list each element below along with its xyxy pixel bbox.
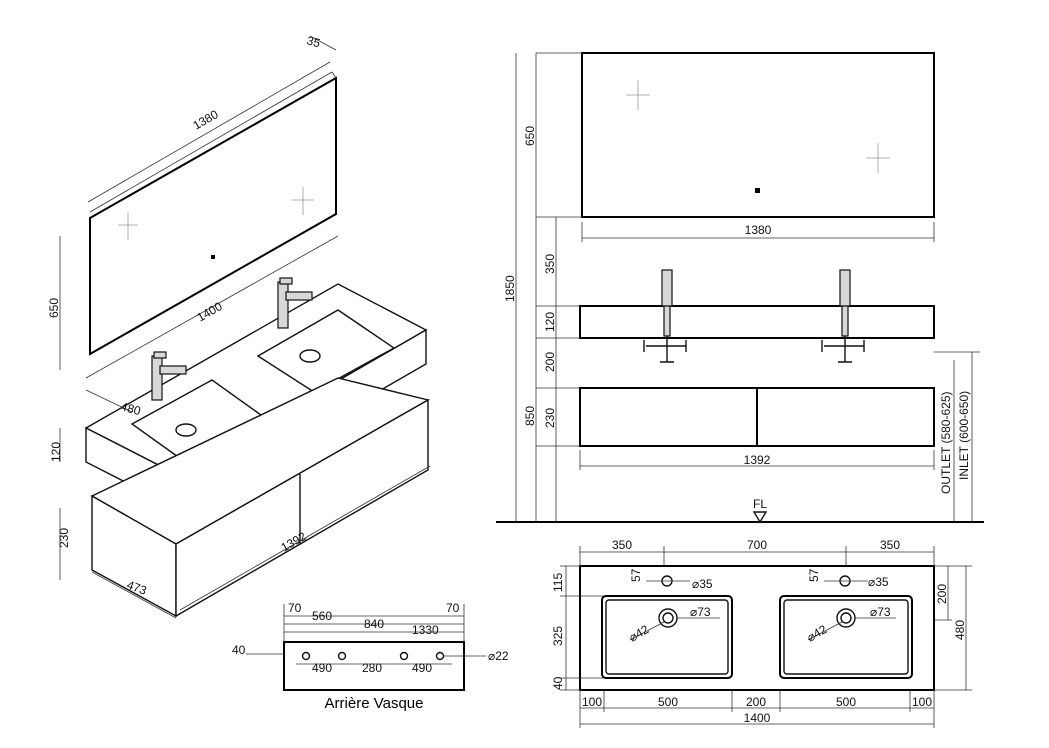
plan-view: 350 700 350 115 325 40 200 480 57 57 ⌀35…	[551, 538, 972, 728]
back-dim-840: 840	[364, 617, 384, 631]
plan-drain-right-outer	[836, 608, 856, 628]
plan-dim-57-right: 57	[807, 568, 821, 582]
back-dim-490-right: 490	[412, 661, 432, 675]
isometric-view: 35 1380 650 1400 480 120	[47, 33, 431, 619]
plan-bottom-dim-2: 500	[658, 695, 678, 709]
front-total-height-label: 1850	[503, 275, 517, 302]
front-floor-height-label: 850	[523, 406, 537, 426]
back-hole-4	[435, 651, 445, 661]
iso-top-depth-label: 480	[119, 399, 142, 418]
plan-drain-left-outer	[658, 608, 678, 628]
plan-top-dim-1: 350	[612, 538, 632, 552]
iso-mirror-height-label: 650	[47, 298, 61, 318]
iso-drain-right	[299, 349, 321, 363]
floor-marker-icon	[752, 511, 768, 524]
iso-mirror-sparkle-icon	[118, 187, 314, 240]
back-view-caption: Arrière Vasque	[325, 695, 424, 712]
iso-tap-right	[277, 277, 313, 329]
plan-dim-200-right: 200	[935, 584, 949, 604]
iso-top-height-label: 120	[49, 442, 63, 462]
plan-bottom-dim-5: 100	[912, 695, 932, 709]
plan-dim-325: 325	[551, 626, 565, 646]
back-dim-70-right: 70	[446, 601, 460, 615]
plan-top-dim-2: 700	[747, 538, 767, 552]
front-countertop	[579, 305, 935, 339]
front-tap-left	[643, 269, 687, 363]
front-mirror	[581, 52, 935, 218]
plan-dim-115: 115	[551, 573, 565, 592]
front-floor-label: FL	[753, 497, 767, 511]
front-mirror-sensor	[755, 188, 760, 193]
plan-drain-right-outer-label: ⌀73	[870, 605, 891, 619]
back-dim-70-left: 70	[288, 601, 302, 615]
front-cabinet-width-label: 1392	[744, 453, 771, 467]
plan-sink-right	[779, 595, 913, 679]
front-gap-top-cabinet-label: 200	[543, 352, 557, 372]
front-gap-mirror-top-label: 350	[543, 254, 557, 274]
front-top-height-label: 120	[543, 312, 557, 332]
iso-sink-right	[256, 309, 396, 393]
plan-tap-hole-left-label: ⌀35	[692, 577, 713, 591]
plan-drain-right-inner-label: ⌀42	[805, 622, 830, 645]
iso-tap-left	[151, 351, 187, 401]
iso-mirror-depth-label: 35	[305, 33, 322, 50]
iso-cabinet-side	[175, 398, 429, 618]
front-tap-right	[821, 269, 865, 363]
plan-drain-left-inner-label: ⌀42	[627, 622, 652, 645]
back-hole-1	[301, 651, 311, 661]
front-elevation: 1380 650 1850 350 120 200 850 230	[496, 52, 984, 524]
front-outlet-label: OUTLET (580-625)	[939, 392, 953, 495]
iso-mirror-sensor	[211, 255, 215, 259]
front-mirror-width-label: 1380	[745, 223, 772, 237]
plan-bottom-dim-3: 200	[746, 695, 766, 709]
back-hole-3	[399, 651, 409, 661]
back-hole-2	[337, 651, 347, 661]
plan-dim-57-left: 57	[629, 568, 643, 582]
back-panel	[283, 641, 465, 691]
iso-cabinet-depth-label: 473	[125, 578, 149, 598]
plan-tap-hole-right-label: ⌀35	[868, 575, 889, 589]
plan-dim-480: 480	[953, 620, 967, 640]
iso-mirror-width-label: 1380	[191, 107, 221, 133]
back-dim-280: 280	[362, 661, 382, 675]
plan-countertop	[579, 565, 935, 691]
front-cabinet-height-label: 230	[543, 408, 557, 428]
iso-drain-left	[175, 423, 197, 437]
back-dim-1330: 1330	[412, 623, 439, 637]
back-hole-diameter: ⌀22	[488, 649, 509, 663]
plan-drain-left-inner	[662, 612, 674, 624]
front-inlet-label: INLET (600-650)	[957, 391, 971, 480]
back-dim-490-left: 490	[312, 661, 332, 675]
iso-cabinet-height-label: 230	[57, 528, 71, 548]
front-mirror-height-label: 650	[523, 126, 537, 146]
plan-drain-right-inner	[840, 612, 852, 624]
plan-dim-40: 40	[551, 676, 565, 690]
plan-drain-left-outer-label: ⌀73	[690, 605, 711, 619]
back-dim-560: 560	[312, 609, 332, 623]
plan-total-width-label: 1400	[744, 711, 771, 725]
front-mirror-sparkle-icon	[626, 80, 890, 173]
plan-top-dim-3: 350	[880, 538, 900, 552]
plan-bottom-dim-1: 100	[582, 695, 602, 709]
plan-sink-left	[601, 595, 733, 679]
back-dim-40: 40	[232, 643, 246, 657]
iso-mirror	[89, 76, 337, 356]
iso-top-width-label: 1400	[195, 299, 225, 325]
back-view: 70 560 840 1330 70 40 490 280 490 ⌀22 Ar…	[232, 601, 509, 712]
plan-bottom-dim-4: 500	[836, 695, 856, 709]
